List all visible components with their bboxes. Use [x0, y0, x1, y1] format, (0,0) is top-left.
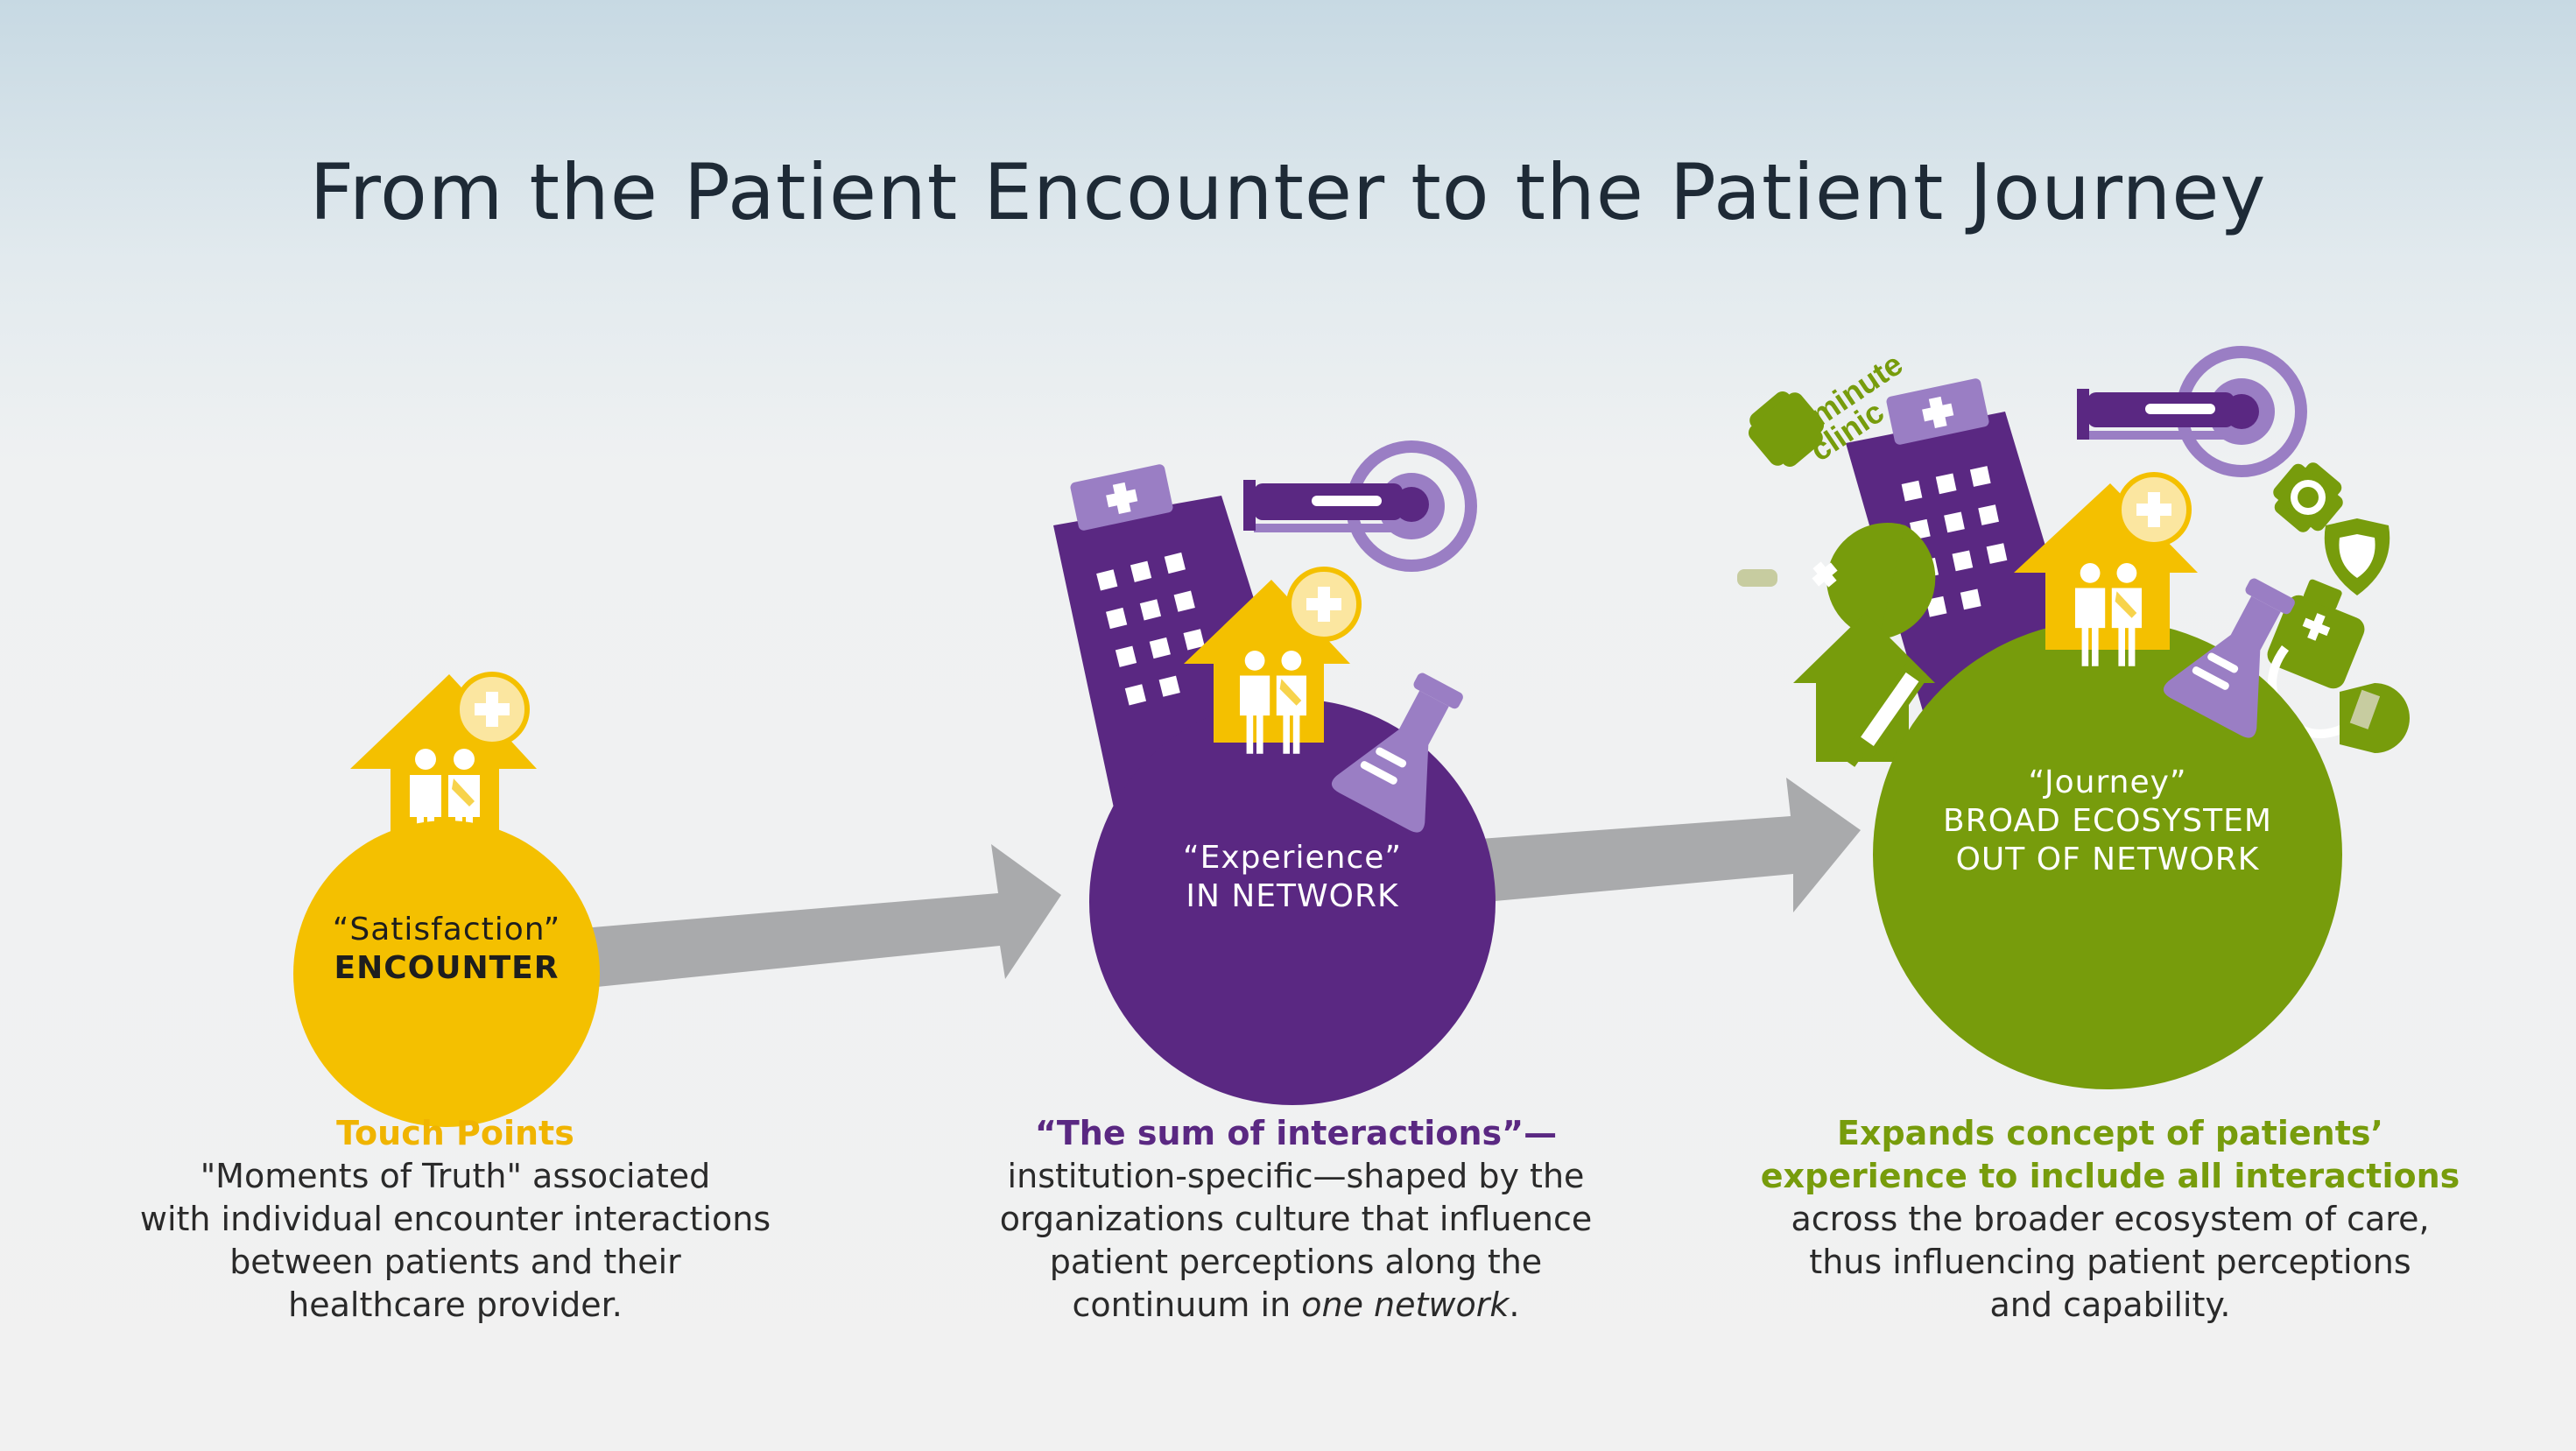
ecosystem-name-line2: OUT OF NETWORK — [1955, 842, 2260, 877]
ecosystem-caption-head-2: experience to include all interactions — [1760, 1157, 2460, 1195]
encounter-caption-line: "Moments of Truth" associated — [200, 1157, 711, 1195]
encounter-caption-head: Touch Points — [336, 1114, 574, 1152]
pill-bottle-icon — [1737, 522, 1936, 639]
ecosystem-label: “Journey” BROAD ECOSYSTEM OUT OF NETWORK — [1897, 764, 2318, 879]
network-caption-head: “The sum of interactions”— — [1034, 1114, 1558, 1152]
network-caption-line: patient perceptions along the — [1049, 1243, 1543, 1281]
clinic-house-icon — [1793, 613, 1935, 762]
page-title: From the Patient Encounter to the Patien… — [309, 147, 2267, 237]
network-label: “Experience” IN NETWORK — [1117, 839, 1467, 916]
network-name: IN NETWORK — [1186, 878, 1399, 914]
encounter-caption: Touch Points "Moments of Truth" associat… — [88, 1112, 823, 1327]
encounter-name: ENCOUNTER — [334, 950, 560, 986]
encounter-label: “Satisfaction” ENCOUNTER — [298, 911, 595, 988]
arrow-1 — [582, 844, 1061, 988]
ecosystem-name-line1: BROAD ECOSYSTEM — [1943, 803, 2272, 839]
medical-globe-icon — [2273, 462, 2343, 532]
encounter-circle — [293, 821, 600, 1127]
encounter-caption-line: between patients and their — [229, 1243, 681, 1281]
network-caption-line: institution-specific—shaped by the — [1007, 1157, 1585, 1195]
ecosystem-flask-icon — [2163, 578, 2295, 738]
encounter-caption-line: with individual encounter interactions — [139, 1200, 771, 1238]
first-aid-kit-icon — [2267, 579, 2365, 689]
bandage-icon — [2340, 683, 2410, 753]
network-caption-last-line: continuum in one network. — [911, 1284, 1681, 1327]
arrow-2 — [1480, 778, 1861, 912]
lab-flask-icon — [1331, 673, 1463, 833]
syringe-icon — [1848, 662, 1927, 767]
network-caption-line: organizations culture that influence — [999, 1200, 1593, 1238]
ecosystem-caption-line: thus influencing patient perceptions — [1809, 1243, 2411, 1281]
ecosystem-caption-head-1: Expands concept of patients’ — [1837, 1114, 2383, 1152]
ecosystem-quote: “Journey” — [2028, 764, 2187, 800]
encounter-house-icon — [350, 672, 537, 857]
ecosystem-caption: Expands concept of patients’ experience … — [1716, 1112, 2504, 1327]
network-caption: “The sum of interactions”— institution-s… — [911, 1112, 1681, 1327]
ecosystem-caption-line: across the broader ecosystem of care, — [1791, 1200, 2430, 1238]
network-caption-end: . — [1509, 1285, 1520, 1324]
ecosystem-house-icon — [2014, 472, 2198, 666]
ecosystem-circle — [1873, 620, 2342, 1089]
ecosystem-caption-line: and capability. — [1989, 1285, 2231, 1324]
network-caption-italic: one network — [1301, 1285, 1510, 1324]
pharmacy-shield-icon — [2324, 518, 2390, 595]
encounter-quote: “Satisfaction” — [332, 912, 561, 947]
network-caption-line: continuum in — [1072, 1285, 1292, 1324]
network-quote: “Experience” — [1182, 840, 1403, 876]
hospital-bed-icon — [1243, 440, 1477, 572]
encounter-caption-line: healthcare provider. — [288, 1285, 623, 1324]
ecosystem-bed-icon — [2077, 346, 2307, 477]
network-house-icon — [1184, 567, 1362, 754]
